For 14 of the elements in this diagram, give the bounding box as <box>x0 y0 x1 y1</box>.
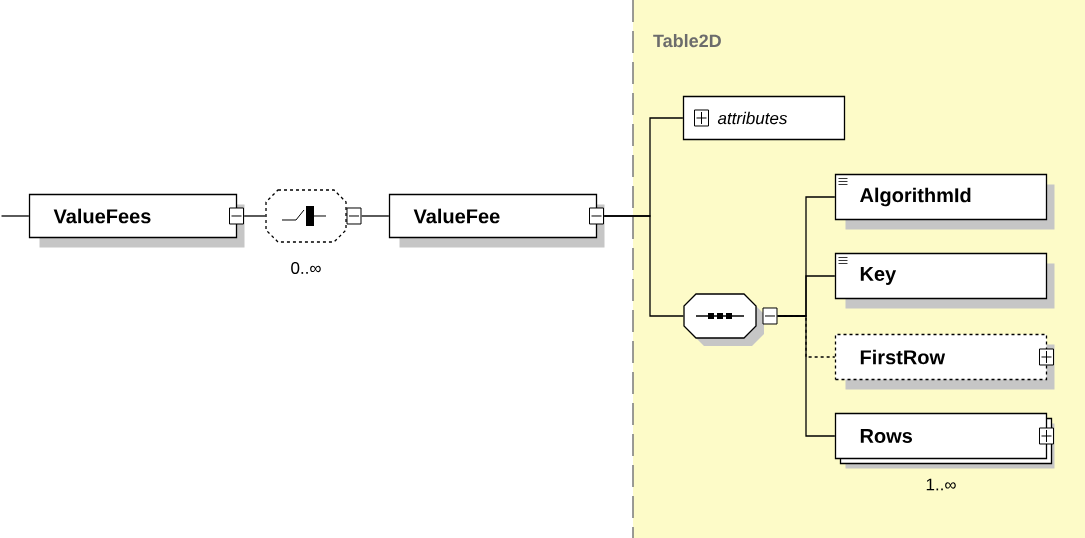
element-box: AlgorithmId <box>834 173 1055 230</box>
element-box: ValueFees <box>28 193 245 248</box>
element-box: Rows <box>834 412 1055 469</box>
connector-line <box>243 215 266 217</box>
connector-line <box>0 215 30 217</box>
connector-line <box>603 215 684 317</box>
element-box: ValueFee <box>388 193 605 248</box>
occurrence-label: 1..∞ <box>926 478 956 491</box>
connector-line <box>777 315 836 437</box>
occurrence-label: 0..∞ <box>291 262 321 274</box>
element-box: Key <box>834 252 1055 309</box>
attributes-box: attributes <box>682 95 846 141</box>
element-box: FirstRow <box>834 333 1055 390</box>
connector-line <box>361 215 390 217</box>
